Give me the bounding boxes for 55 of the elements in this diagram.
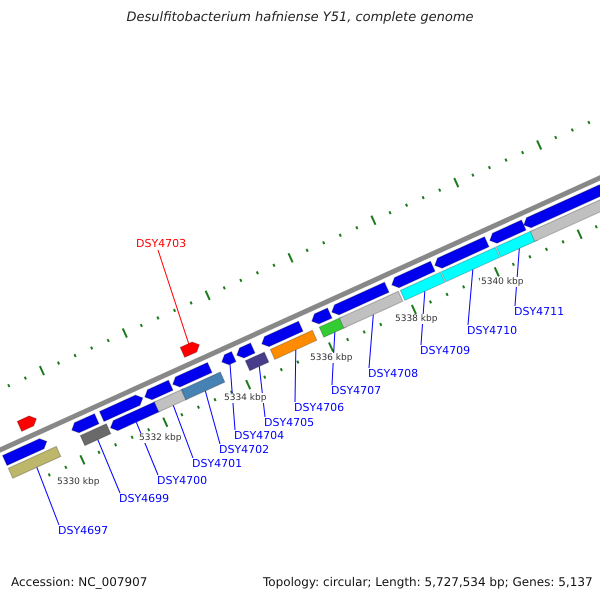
- gene-bar: [80, 423, 112, 446]
- leader-line: [294, 349, 296, 402]
- gene-label: DSY4706: [294, 401, 344, 414]
- gene-label: DSY4702: [219, 443, 270, 456]
- gene-label: DSY4700: [157, 474, 208, 487]
- gene-block: [98, 394, 144, 422]
- gene-block: [16, 415, 38, 432]
- footer-text: Accession: NC_007907: [10, 575, 148, 589]
- gene-label: DSY4703: [136, 237, 186, 250]
- gene-block: [2, 438, 48, 466]
- leader-line: [468, 269, 474, 326]
- scale-label: 5332 kbp: [138, 433, 182, 443]
- gene-label: DSY4704: [234, 429, 284, 442]
- scale-label: 5338 kbp: [394, 314, 438, 324]
- gene-block: [236, 342, 256, 359]
- footer-text: Topology: circular; Length: 5,727,534 bp; Genes: 5,137: [262, 575, 594, 589]
- leader-line: [204, 390, 220, 444]
- leader-line: [172, 404, 194, 458]
- gene-label: DSY4709: [420, 344, 470, 357]
- scale-label: 5336 kbp: [309, 353, 354, 363]
- gene-label: DSY4711: [514, 305, 564, 318]
- scale-label: 5334 kbp: [223, 393, 268, 403]
- gene-block: [221, 350, 237, 366]
- gene-bar: [244, 351, 270, 372]
- gene-label: DSY4707: [331, 384, 382, 397]
- gene-block: [261, 320, 304, 348]
- leader-line: [230, 364, 236, 430]
- gene-block: [311, 307, 333, 324]
- leader-line: [158, 250, 190, 344]
- gene-label: DSY4697: [58, 524, 108, 537]
- gene-bar: [400, 272, 446, 302]
- gene-block: [489, 219, 527, 244]
- gene-label: DSY4708: [368, 367, 418, 380]
- leader-line: [97, 439, 120, 494]
- gene-block: [71, 413, 100, 434]
- gene-bar: [154, 388, 188, 413]
- gene-block: [391, 260, 436, 288]
- gene-bar: [496, 229, 538, 258]
- gene-block: [331, 282, 390, 316]
- gene-block: [434, 236, 490, 269]
- map-title: Desulfitobacterium hafniense Y51, complete genome: [125, 10, 474, 25]
- gene-block: [172, 362, 213, 388]
- gene-label: DSY4701: [192, 457, 242, 470]
- scale-label: 5340 kbp: [480, 277, 524, 287]
- gene-bar: [8, 446, 62, 479]
- scale-label: 5330 kbp: [56, 477, 100, 487]
- leader-line: [368, 314, 374, 368]
- leader-line: [36, 466, 60, 526]
- gene-block: [180, 341, 200, 358]
- gene-bar: [180, 371, 226, 400]
- gene-label: DSY4705: [264, 416, 314, 429]
- gene-block: [144, 380, 174, 400]
- gene-label: DSY4699: [119, 492, 170, 505]
- gene-block: [523, 184, 600, 228]
- gene-label: DSY4710: [467, 324, 518, 337]
